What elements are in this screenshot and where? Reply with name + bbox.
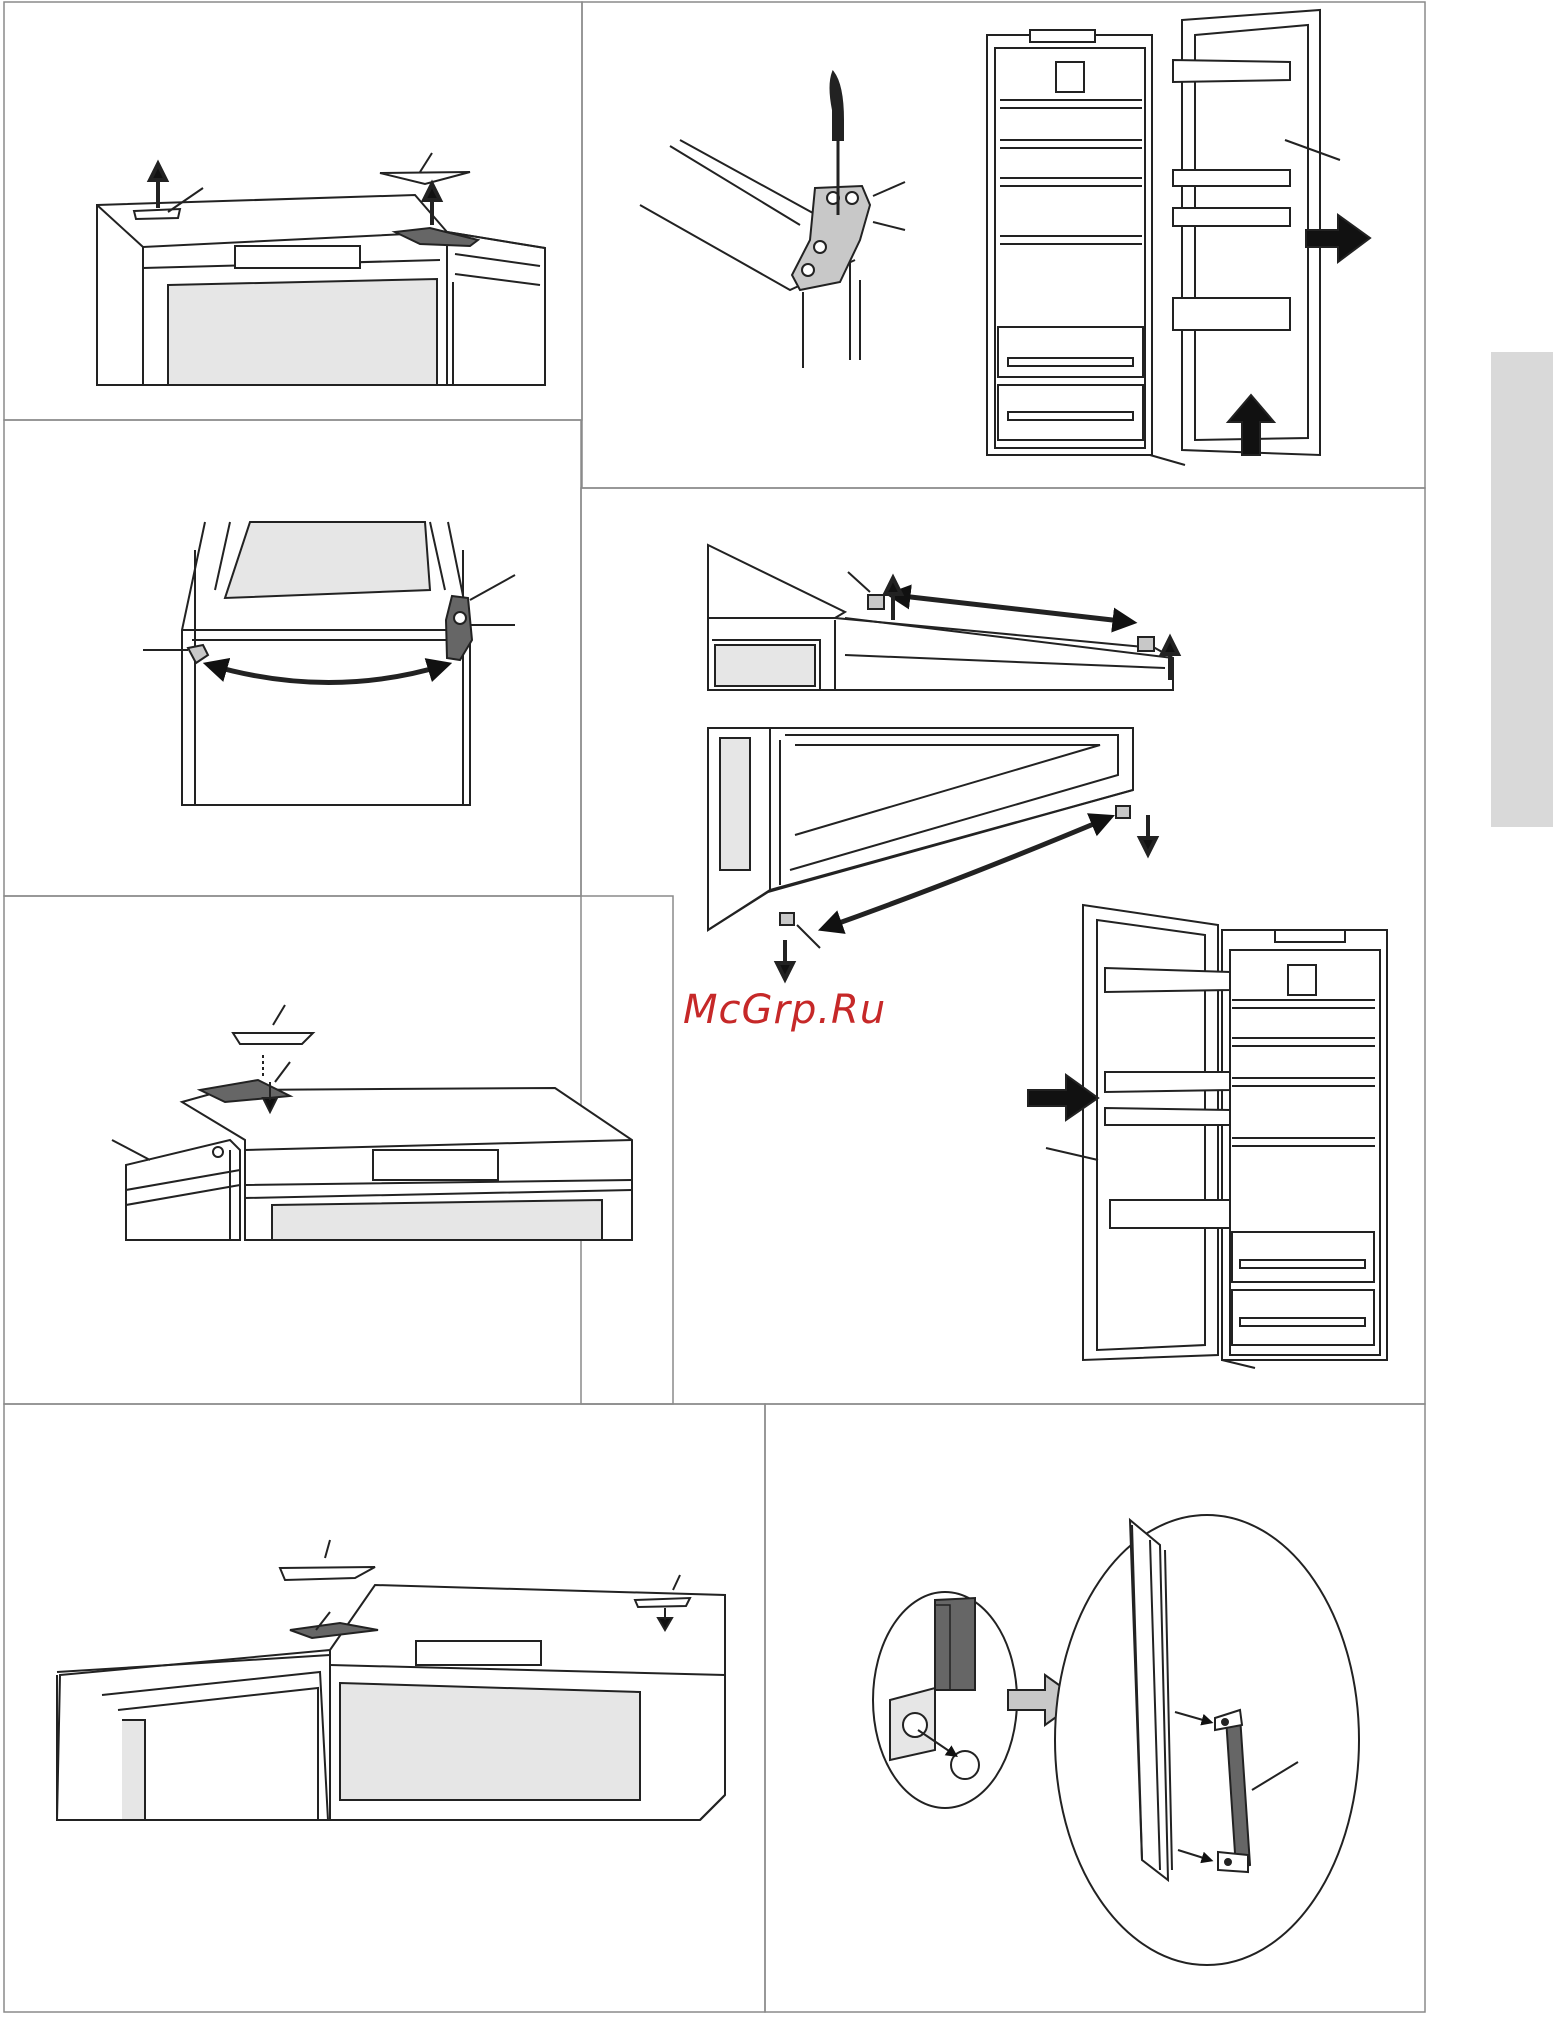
panel-unscrew-hinge bbox=[640, 72, 905, 368]
watermark: McGrp.Ru bbox=[683, 987, 886, 1033]
side-tab bbox=[1491, 352, 1553, 827]
panel-refit-covers bbox=[57, 1540, 725, 1820]
panel-move-handle bbox=[873, 1515, 1359, 1965]
panel-swap-hinge-pin bbox=[143, 522, 515, 805]
panel-fit-hinge bbox=[112, 1005, 632, 1240]
fridge-open-right-door bbox=[987, 10, 1370, 465]
panel-remove-top-covers bbox=[97, 153, 545, 385]
fridge-open-left-door bbox=[1028, 905, 1387, 1368]
